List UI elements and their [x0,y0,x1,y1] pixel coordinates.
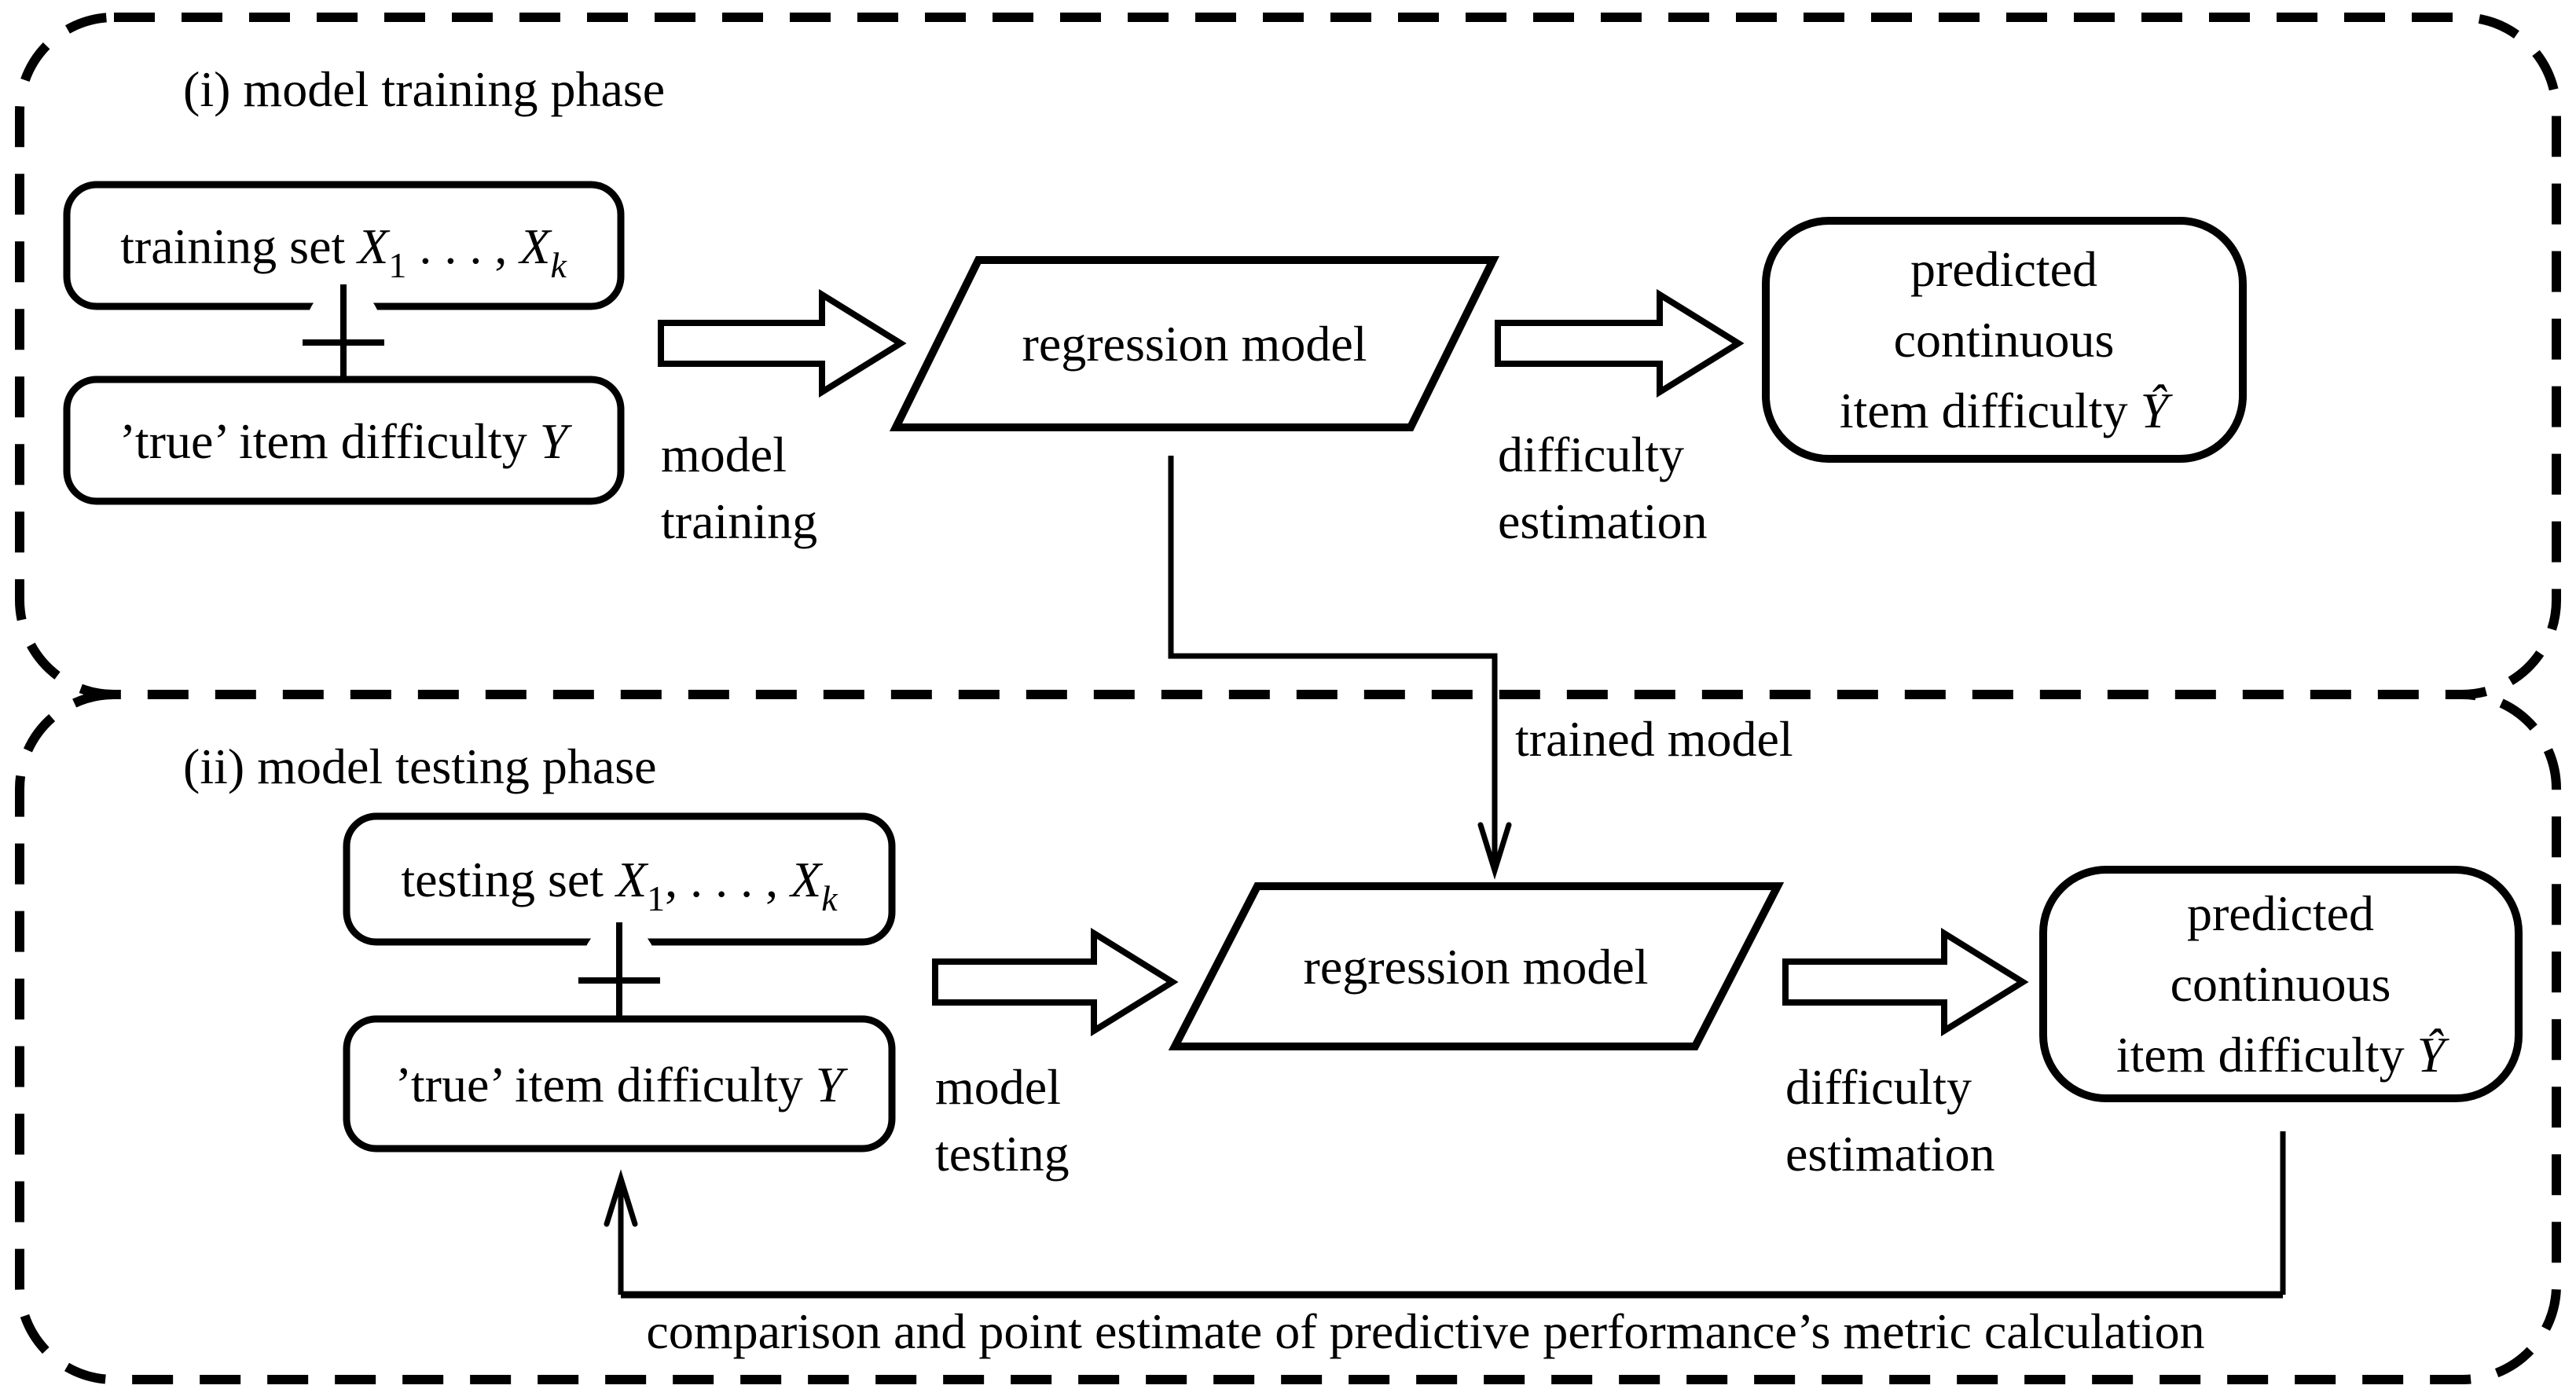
testing-set-label: testing set X1, . . . , Xk [401,852,838,918]
phase1-boundary [15,13,2561,699]
true-difficulty-box-2 [343,1015,896,1153]
down-arrow-icon [1477,822,1512,880]
phase1-true-difficulty-node: ’true’ item difficulty Y [63,376,625,505]
true-difficulty-label-2: ’true’ item difficulty Y [395,1057,849,1112]
regression-model-label: regression model [1022,316,1367,372]
trained-model-connector: trained model [1168,456,1793,880]
difficulty-estimation-label2-line1: difficulty [1785,1059,1972,1115]
model-training-label-line1: model [661,427,787,482]
comparison-label: comparison and point estimate of predict… [646,1303,2204,1359]
phase1-predicted-node: predicted continuous item difficulty Ŷ [1762,217,2247,463]
predicted-label-line3: item difficulty Ŷ [1840,383,2174,438]
model-testing-label-line2: testing [935,1126,1070,1182]
predicted-label-line2: continuous [1894,312,2115,368]
predicted2-label-line1: predicted [2187,885,2374,941]
true-difficulty-label: ’true’ item difficulty Y [119,413,573,469]
difficulty-estimation-arrow-icon-2 [1782,927,2029,1037]
trained-model-label: trained model [1515,711,1793,767]
difficulty-estimation-label-line1: difficulty [1498,427,1684,482]
regression-model-parallelogram-2 [1168,882,1785,1050]
predicted2-label-line2: continuous [2171,956,2391,1012]
difficulty-estimation-arrow-icon [1495,288,1745,398]
model-testing-label-line1: model [935,1059,1061,1115]
phase2-true-difficulty-node: ’true’ item difficulty Y [343,1015,896,1153]
difficulty-estimation-label2-line2: estimation [1785,1126,1995,1182]
phase1-regression-model-node: regression model [889,256,1500,431]
difficulty-estimation-label-line2: estimation [1498,493,1708,549]
regression-model-parallelogram [889,256,1500,431]
predicted-label-line1: predicted [1910,241,2097,297]
phase2-boundary [15,690,2561,1384]
phase2-title: (ii) model testing phase [183,738,657,794]
up-arrow-icon [604,1169,638,1227]
model-training-arrow-icon [658,288,907,398]
regression-model-label-2: regression model [1304,939,1649,995]
true-difficulty-box [63,376,625,505]
training-set-label: training set X1 . . . , Xk [120,218,567,285]
predicted-difficulty-box [1762,217,2247,463]
phase2-predicted-node: predicted continuous item difficulty Ŷ [2039,866,2523,1102]
phase2-testing-set-node: testing set X1, . . . , Xk [343,812,896,946]
phase1-training-set-node: training set X1 . . . , Xk [63,181,625,310]
model-training-label-line2: training [661,493,817,549]
predicted2-label-line3: item difficulty Ŷ [2116,1027,2450,1083]
predicted-difficulty-box-2 [2039,866,2523,1102]
phase2-regression-model-node: regression model [1168,882,1785,1050]
phase1-title: (i) model training phase [183,61,665,117]
model-testing-arrow-icon [932,927,1179,1037]
comparison-feedback-connector: comparison and point estimate of predict… [604,1131,2286,1359]
